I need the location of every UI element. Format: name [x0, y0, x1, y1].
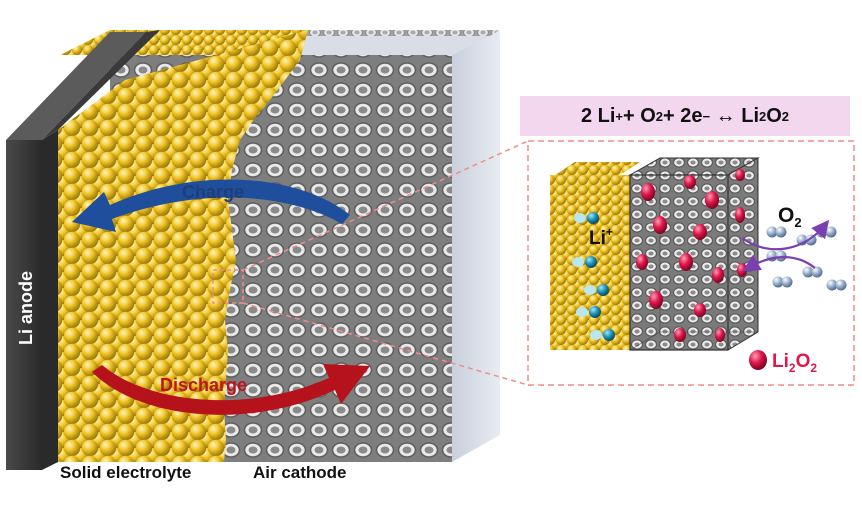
o2-label: O2: [778, 204, 802, 230]
charge-label: Charge: [182, 182, 244, 202]
anode-label: Li anode: [16, 271, 36, 345]
discharge-label: Discharge: [160, 375, 247, 395]
zoom-source-box: [212, 269, 244, 304]
li2o2-particles: [636, 169, 747, 342]
li-ions: [572, 212, 615, 341]
li-anode-block: [6, 140, 42, 470]
charge-arrow: [72, 179, 350, 232]
solid-electrolyte-block: [58, 30, 308, 462]
cathode-label: Air cathode: [253, 463, 347, 482]
o2-uptake-arrow: [742, 254, 816, 272]
electrolyte-label: Solid electrolyte: [60, 463, 191, 482]
o2-release-arrow: [741, 219, 830, 251]
discharge-arrow: [92, 364, 370, 415]
li2o2-legend-icon: [749, 350, 767, 370]
cathode-side-face: [452, 30, 500, 462]
li2o2-legend-label: Li2O2: [772, 351, 817, 375]
li-ion-label: Li+: [589, 225, 613, 249]
